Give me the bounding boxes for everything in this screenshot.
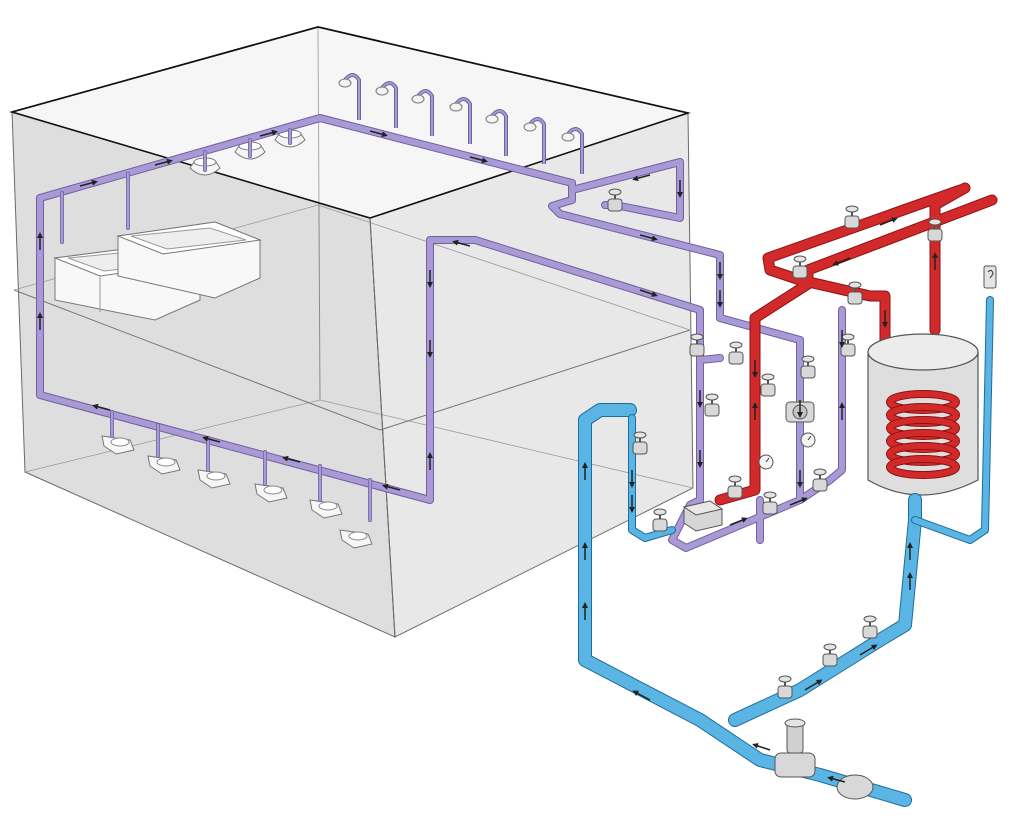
flow-arrow bbox=[92, 403, 111, 411]
shower-head-icon bbox=[485, 109, 508, 156]
shower-heads bbox=[338, 73, 584, 174]
shower-head-icon bbox=[561, 127, 584, 174]
bathtub-icon bbox=[116, 221, 262, 299]
gate-valve-icon bbox=[862, 615, 878, 639]
gate-valve-icon bbox=[847, 281, 863, 305]
gate-valve-icon bbox=[800, 355, 816, 379]
toilet-icon bbox=[101, 435, 135, 455]
flow-arrow bbox=[79, 179, 98, 187]
toilets bbox=[101, 435, 373, 549]
toilet-icon bbox=[254, 483, 288, 503]
heating-pipes bbox=[714, 182, 998, 506]
shower-head-icon bbox=[338, 73, 361, 120]
flow-arrow bbox=[632, 690, 651, 701]
flow-arrow bbox=[369, 130, 388, 138]
flow-arrow bbox=[469, 156, 488, 164]
valves bbox=[607, 188, 943, 699]
flow-arrow bbox=[452, 239, 471, 247]
flow-arrow bbox=[789, 497, 808, 506]
gate-valve-icon bbox=[812, 468, 828, 492]
air-vent-icon bbox=[983, 265, 997, 289]
flow-arrow bbox=[154, 158, 173, 166]
toilet-icon bbox=[197, 469, 231, 489]
gate-valve-icon bbox=[689, 333, 705, 357]
gate-valve-icon bbox=[607, 188, 623, 212]
pressure-gauge-icon bbox=[758, 454, 774, 470]
gate-valve-icon bbox=[760, 373, 776, 397]
flow-arrows bbox=[37, 129, 938, 783]
gate-valve-icon bbox=[792, 255, 808, 279]
pressure-gauge-icon bbox=[800, 432, 816, 448]
gate-valve-icon bbox=[840, 333, 856, 357]
gate-valve-icon bbox=[822, 643, 838, 667]
flow-arrow bbox=[382, 483, 401, 491]
gate-valve-icon bbox=[652, 508, 668, 532]
heating-coil bbox=[886, 390, 960, 479]
gate-valve-icon bbox=[632, 431, 648, 455]
gate-valve-icon bbox=[927, 218, 943, 242]
shower-head-icon bbox=[523, 117, 546, 164]
gate-valve-icon bbox=[762, 491, 778, 515]
upper-floor-slab bbox=[13, 289, 691, 431]
flow-arrow bbox=[282, 455, 301, 463]
gate-valve-icon bbox=[844, 205, 860, 229]
gate-valve-icon bbox=[704, 393, 720, 417]
flow-arrow bbox=[804, 679, 823, 691]
flow-arrow bbox=[639, 289, 658, 297]
gate-valve-icon bbox=[727, 475, 743, 499]
flow-arrow bbox=[639, 234, 658, 242]
flow-arrow bbox=[632, 174, 651, 182]
hot-water-storage-tank-icon bbox=[867, 333, 979, 496]
shower-head-icon bbox=[411, 89, 434, 136]
hot-water-circulation-pipes bbox=[36, 114, 846, 552]
toilet-icon bbox=[339, 529, 373, 549]
flow-arrow bbox=[752, 743, 771, 751]
strainer-icon bbox=[836, 774, 874, 800]
flow-arrow bbox=[259, 129, 278, 137]
bathtubs bbox=[53, 221, 262, 321]
shower-head-icon bbox=[375, 81, 398, 128]
pressure-reducer-icon bbox=[774, 718, 816, 778]
flow-arrow bbox=[832, 257, 851, 266]
flow-arrow bbox=[859, 644, 878, 656]
flow-arrow bbox=[827, 775, 846, 783]
toilet-icon bbox=[147, 455, 181, 475]
flow-arrow bbox=[202, 435, 221, 443]
flow-arrow bbox=[729, 517, 748, 526]
gate-valve-icon bbox=[777, 675, 793, 699]
shower-head-icon bbox=[449, 97, 472, 144]
gate-valve-icon bbox=[728, 341, 744, 365]
toilet-icon bbox=[309, 499, 343, 519]
control-box bbox=[682, 500, 724, 532]
flow-arrow bbox=[879, 217, 898, 226]
